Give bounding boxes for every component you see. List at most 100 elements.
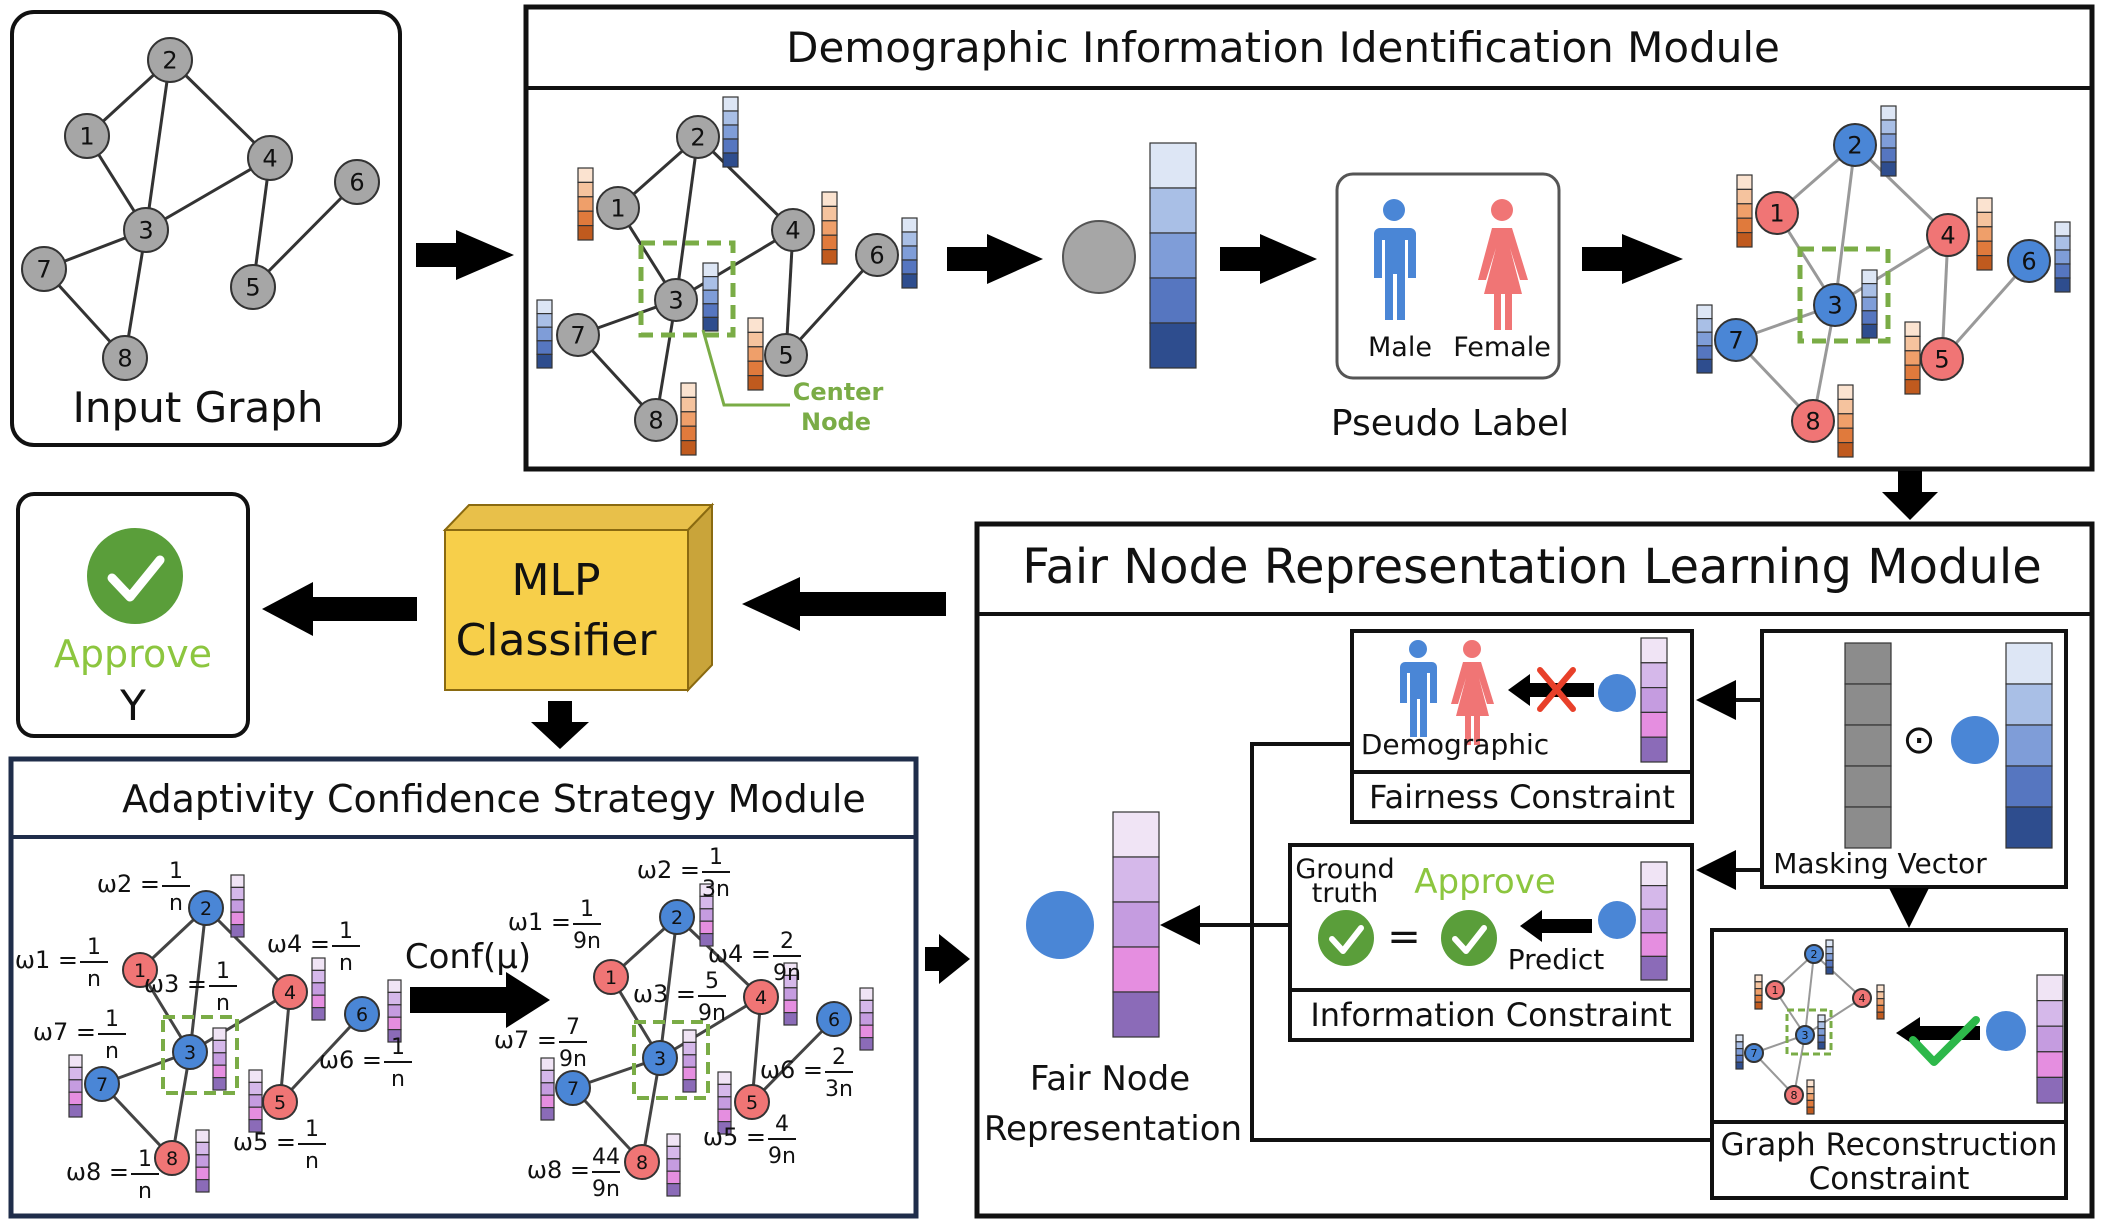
- pseudo-label-caption: Pseudo Label: [1331, 403, 1569, 444]
- recon-mini-vec-7-cell: [1735, 1054, 1744, 1063]
- recon-mini-vec-1-cell: [1754, 974, 1763, 983]
- acsm-right-weight-4: ω7 =79n: [494, 1015, 587, 1072]
- output-y-label: Y: [119, 681, 146, 730]
- recon-mini-vec-1-cell: [1754, 1001, 1763, 1010]
- dim-vector-2: [722, 96, 739, 168]
- labeled-vector-7-cell: [1696, 358, 1713, 374]
- acsm-right-vector-6-cell: [666, 1158, 681, 1172]
- acsm-right-node-7: 7: [555, 1070, 591, 1106]
- acsm-right-weight-5: ω6 =23n: [760, 1045, 853, 1102]
- recon-node-3-label: 3: [1802, 1029, 1809, 1042]
- acsm-right-node-2: 2: [659, 899, 695, 935]
- dim-vector-7-cell: [536, 326, 553, 342]
- acsm-left-node-6-label: 6: [356, 1004, 368, 1026]
- acsm-left-weight-7: ω8 =1n: [66, 1147, 159, 1204]
- labeled-vector-3-cell: [1861, 323, 1878, 339]
- acsm-left-weight-den: n: [216, 991, 230, 1016]
- acsm-right-vector-1-cell: [783, 999, 798, 1014]
- recon-mini-vec-4-cell: [1876, 997, 1885, 1006]
- acsm-right-vector-4-cell: [717, 1108, 732, 1123]
- dim-vector-7-cell: [536, 353, 553, 369]
- acsm-left-weight-symbol: ω7 =: [33, 1018, 96, 1046]
- dim-vector-1-cell: [577, 196, 594, 212]
- acsm-left-weight-4: ω7 =1n: [33, 1007, 126, 1064]
- ground-truth-line2: truth: [1312, 878, 1379, 909]
- acsm-left-weight-den: n: [138, 1179, 152, 1204]
- acsm-left-vector-3-cell: [212, 1039, 227, 1054]
- fair-module-title: Fair Node Representation Learning Module: [1022, 539, 2041, 595]
- labeled-node-4-label: 4: [1940, 222, 1955, 250]
- dim-vector-2-cell: [722, 138, 739, 154]
- dim-node-8: 8: [634, 398, 678, 442]
- labeled-vector-4: [1976, 197, 1993, 271]
- recon-node-1: 1: [1765, 980, 1785, 1000]
- fair-connector-lines: [1250, 742, 1712, 1142]
- labeled-node-2: 2: [1833, 123, 1877, 167]
- recon-mini-vec-8-cell: [1806, 1099, 1815, 1108]
- output-approve-label: Approve: [54, 632, 212, 676]
- recon-mini-vec-1-cell: [1754, 987, 1763, 996]
- dim-node-4: 4: [771, 208, 815, 252]
- labeled-vector-8: [1837, 384, 1854, 458]
- acsm-right-vector-6-cell: [666, 1145, 681, 1160]
- dim-vector-1-cell: [577, 225, 594, 241]
- acsm-right-node-1-label: 1: [605, 967, 617, 989]
- acsm-left-vector-3-cell: [212, 1064, 227, 1079]
- acsm-right-vector-2-cell: [859, 1012, 874, 1026]
- dim-node-7-label: 7: [570, 322, 585, 350]
- acsm-left-weight-num: 1: [216, 959, 230, 984]
- center-node-pointer: [701, 329, 790, 407]
- dim-node-8-label: 8: [648, 407, 663, 435]
- labeled-graph-feature-vectors: [1696, 105, 2071, 458]
- acsm-left-vector-3-cell: [212, 1027, 227, 1041]
- dim-vector-8-cell: [680, 382, 697, 398]
- acsm-right-node-5: 5: [734, 1084, 770, 1120]
- dim-aggregated-node: [1062, 220, 1136, 294]
- demographic-module: Demographic Information Identification M…: [523, 4, 2095, 472]
- recon-node-2: 2: [1804, 944, 1824, 964]
- acsm-left-vector-6-cell: [195, 1178, 210, 1193]
- female-label: Female: [1453, 332, 1551, 363]
- acsm-right-vector-6: [666, 1133, 681, 1197]
- dim-node-1: 1: [596, 186, 640, 230]
- center-node-label-line2: Node: [801, 408, 871, 436]
- acsm-right-vector-2-cell: [859, 999, 874, 1014]
- acsm-left-node-1: 1: [122, 952, 158, 988]
- fairness-vec-cell: [1640, 637, 1668, 664]
- pseudo-label-box: [1335, 172, 1561, 380]
- acsm-right-vector-2: [859, 987, 874, 1051]
- acsm-left-weight-0: ω2 =1n: [97, 859, 190, 916]
- acsm-left-node-7-label: 7: [96, 1074, 108, 1096]
- labeled-vector-2-cell: [1880, 119, 1897, 135]
- recon-mini-vec-1-cell: [1754, 994, 1763, 1003]
- dim-vector-3-cell: [702, 276, 719, 291]
- input-node-5: 5: [230, 264, 276, 310]
- input-node-4-label: 4: [262, 145, 277, 173]
- recon-node-7-label: 7: [1751, 1047, 1758, 1060]
- labeled-node-1: 1: [1755, 191, 1799, 235]
- input-node-8-label: 8: [117, 345, 132, 373]
- input-node-6: 6: [334, 159, 380, 205]
- adaptivity-module: Adaptivity Confidence Strategy Module 12…: [8, 756, 919, 1219]
- labeled-vector-1-cell: [1736, 188, 1753, 205]
- labeled-vector-6-cell: [2054, 277, 2071, 293]
- ground-truth-line1: Ground: [1295, 854, 1394, 885]
- input-node-4: 4: [247, 135, 293, 181]
- acsm-right-vector-5: [540, 1057, 555, 1121]
- input-node-1: 1: [64, 113, 110, 159]
- demographic-module-title: Demographic Information Identification M…: [786, 23, 1780, 72]
- recon-mini-vec-7-cell: [1735, 1041, 1744, 1050]
- dim-graph-feature-vectors: [536, 96, 918, 456]
- labeled-node-3: 3: [1813, 283, 1857, 327]
- input-node-1-label: 1: [79, 123, 94, 151]
- acsm-right-vector-0-cell: [699, 908, 714, 922]
- recon-vec-cell: [2036, 1025, 2064, 1053]
- arrow-pseudo-to-labeled: [1582, 234, 1683, 284]
- labeled-vector-1-cell: [1736, 232, 1753, 248]
- acsm-right-vector-6-cell: [666, 1182, 681, 1197]
- acsm-right-weight-num: 7: [566, 1015, 580, 1040]
- labeled-node-2-label: 2: [1847, 132, 1862, 160]
- dim-vector-4-cell: [821, 249, 838, 265]
